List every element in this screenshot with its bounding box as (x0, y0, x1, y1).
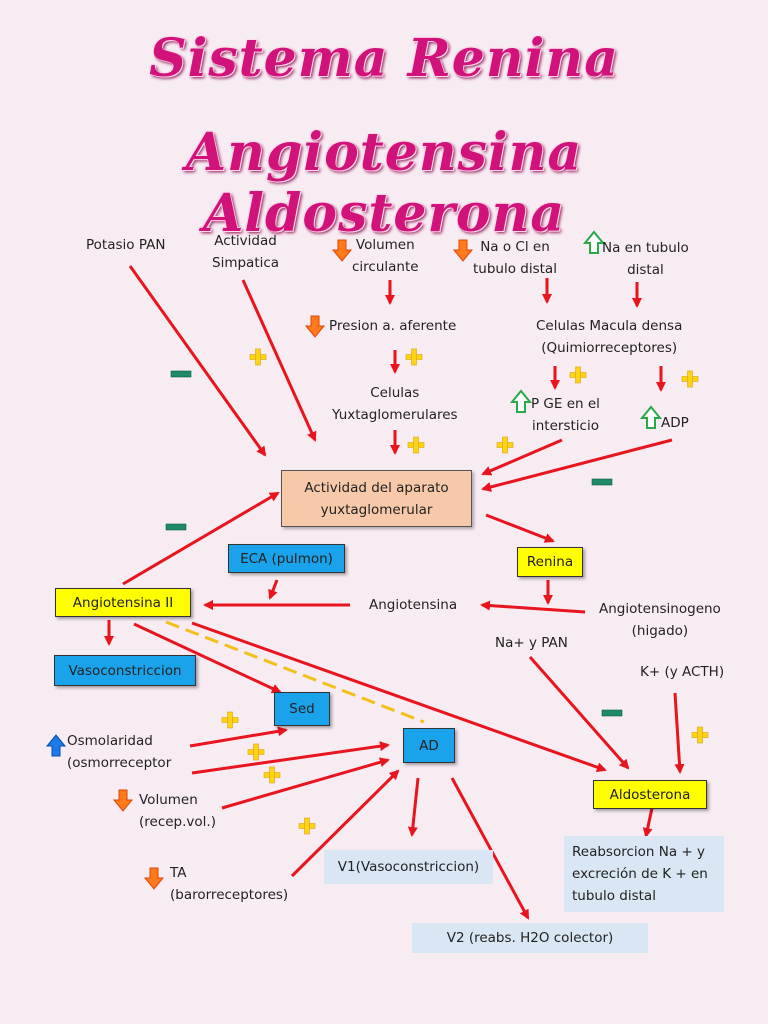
box-aldosterona: Aldosterona (593, 780, 707, 809)
title-line-2: Angiotensina Aldosterona (185, 122, 583, 244)
plus-sign (569, 366, 587, 384)
box-ad: AD (403, 728, 455, 763)
box-aparato-yuxtaglomerular: Actividad del aparato yuxtaglomerular (281, 470, 472, 527)
minus-sign (601, 709, 623, 717)
box-vasoconstriccion: Vasoconstriccion (54, 655, 196, 686)
box-renina: Renina (517, 547, 583, 577)
arrow-adp-aparato (481, 438, 673, 492)
arrow-napan-aldosterona (528, 656, 630, 770)
arrow-eca-down (268, 579, 279, 600)
arrow-volumen-ad (221, 757, 390, 810)
label-ta: TA (barorreceptores) (170, 865, 289, 903)
arrow-osmolaridad-ad (191, 741, 390, 775)
green-up-arrow-icon (511, 390, 531, 413)
label-volumen-circulante: Volumen circulante (352, 237, 419, 275)
arrow-angiotensinogeno-angiotensina (480, 600, 586, 614)
plus-sign (221, 711, 239, 729)
plus-sign (405, 348, 423, 366)
minus-sign (165, 523, 187, 531)
orange-down-arrow-icon (113, 789, 133, 812)
arrow-simpatica-aparato (241, 279, 317, 442)
plus-sign (407, 436, 425, 454)
label-actividad-simpatica: Actividad Simpatica (212, 233, 280, 271)
box-sed: Sed (274, 692, 330, 726)
arrow-osmolaridad-sed (189, 726, 288, 748)
box-eca: ECA (pulmon) (228, 544, 345, 573)
plus-sign (691, 726, 709, 744)
title-line-1: Sistema Renina (149, 28, 619, 89)
minus-sign (591, 478, 613, 486)
box-v1: V1(Vasoconstriccion) (324, 850, 493, 884)
arrow-k-aldosterona (673, 692, 685, 774)
orange-down-arrow-icon (332, 239, 352, 262)
green-up-arrow-icon (584, 231, 604, 254)
plus-sign (298, 817, 316, 835)
box-v2: V2 (reabs. H2O colector) (412, 923, 648, 953)
label-osmolaridad: Osmolaridad (osmorreceptor (67, 733, 172, 771)
arrow-potasio-aparato (128, 265, 267, 457)
plus-sign (496, 436, 514, 454)
dashed-line-angiotensinaii-ad (165, 620, 425, 724)
plus-sign (263, 766, 281, 784)
orange-down-arrow-icon (453, 239, 473, 262)
label-yuxtaglomerulares: Celulas Yuxtaglomerulares (332, 385, 458, 423)
arrow-aldosterona-reabs (642, 807, 654, 838)
label-potasio: Potasio PAN (86, 237, 166, 253)
box-reabsorcion: Reabsorcion Na + y excreción de K + en t… (564, 836, 724, 912)
label-k-acth: K+ (y ACTH) (640, 664, 725, 680)
label-na-pan: Na+ y PAN (495, 635, 568, 651)
label-macula: Celulas Macula densa (Quimiorreceptores) (536, 318, 683, 356)
arrow-angiotensinaii-aparato (122, 491, 280, 586)
arrow-pge-aparato (481, 438, 563, 476)
green-up-arrow-icon (641, 406, 661, 429)
label-angiotensina: Angiotensina (369, 597, 458, 613)
label-na-tubulo: Na en tubulo distal (602, 240, 689, 278)
box-angiotensina-ii: Angiotensina II (55, 588, 191, 617)
arrow-angiotensinaii-aldosterona (191, 621, 607, 773)
label-na-cl: Na o Cl en tubulo distal (473, 239, 557, 277)
arrow-aparato-renina (485, 513, 555, 543)
arrow-ta-ad (290, 769, 400, 878)
arrow-ad-v2 (450, 777, 530, 920)
label-adp: ADP (661, 415, 689, 431)
label-angiotensinogeno: Angiotensinogeno (higado) (599, 601, 721, 639)
label-pge: P GE en el intersticio (531, 396, 600, 434)
orange-down-arrow-icon (144, 867, 164, 890)
orange-down-arrow-icon (305, 315, 325, 338)
label-volumen: Volumen (recep.vol.) (139, 792, 216, 830)
plus-sign (247, 743, 265, 761)
label-presion: Presion a. aferente (329, 318, 457, 334)
arrow-ad-v1 (407, 777, 420, 837)
arrow-angiotensinaii-sed (133, 622, 282, 694)
plus-sign (681, 370, 699, 388)
blue-up-arrow-icon (46, 734, 66, 757)
plus-sign (249, 348, 267, 366)
minus-sign (170, 370, 192, 378)
